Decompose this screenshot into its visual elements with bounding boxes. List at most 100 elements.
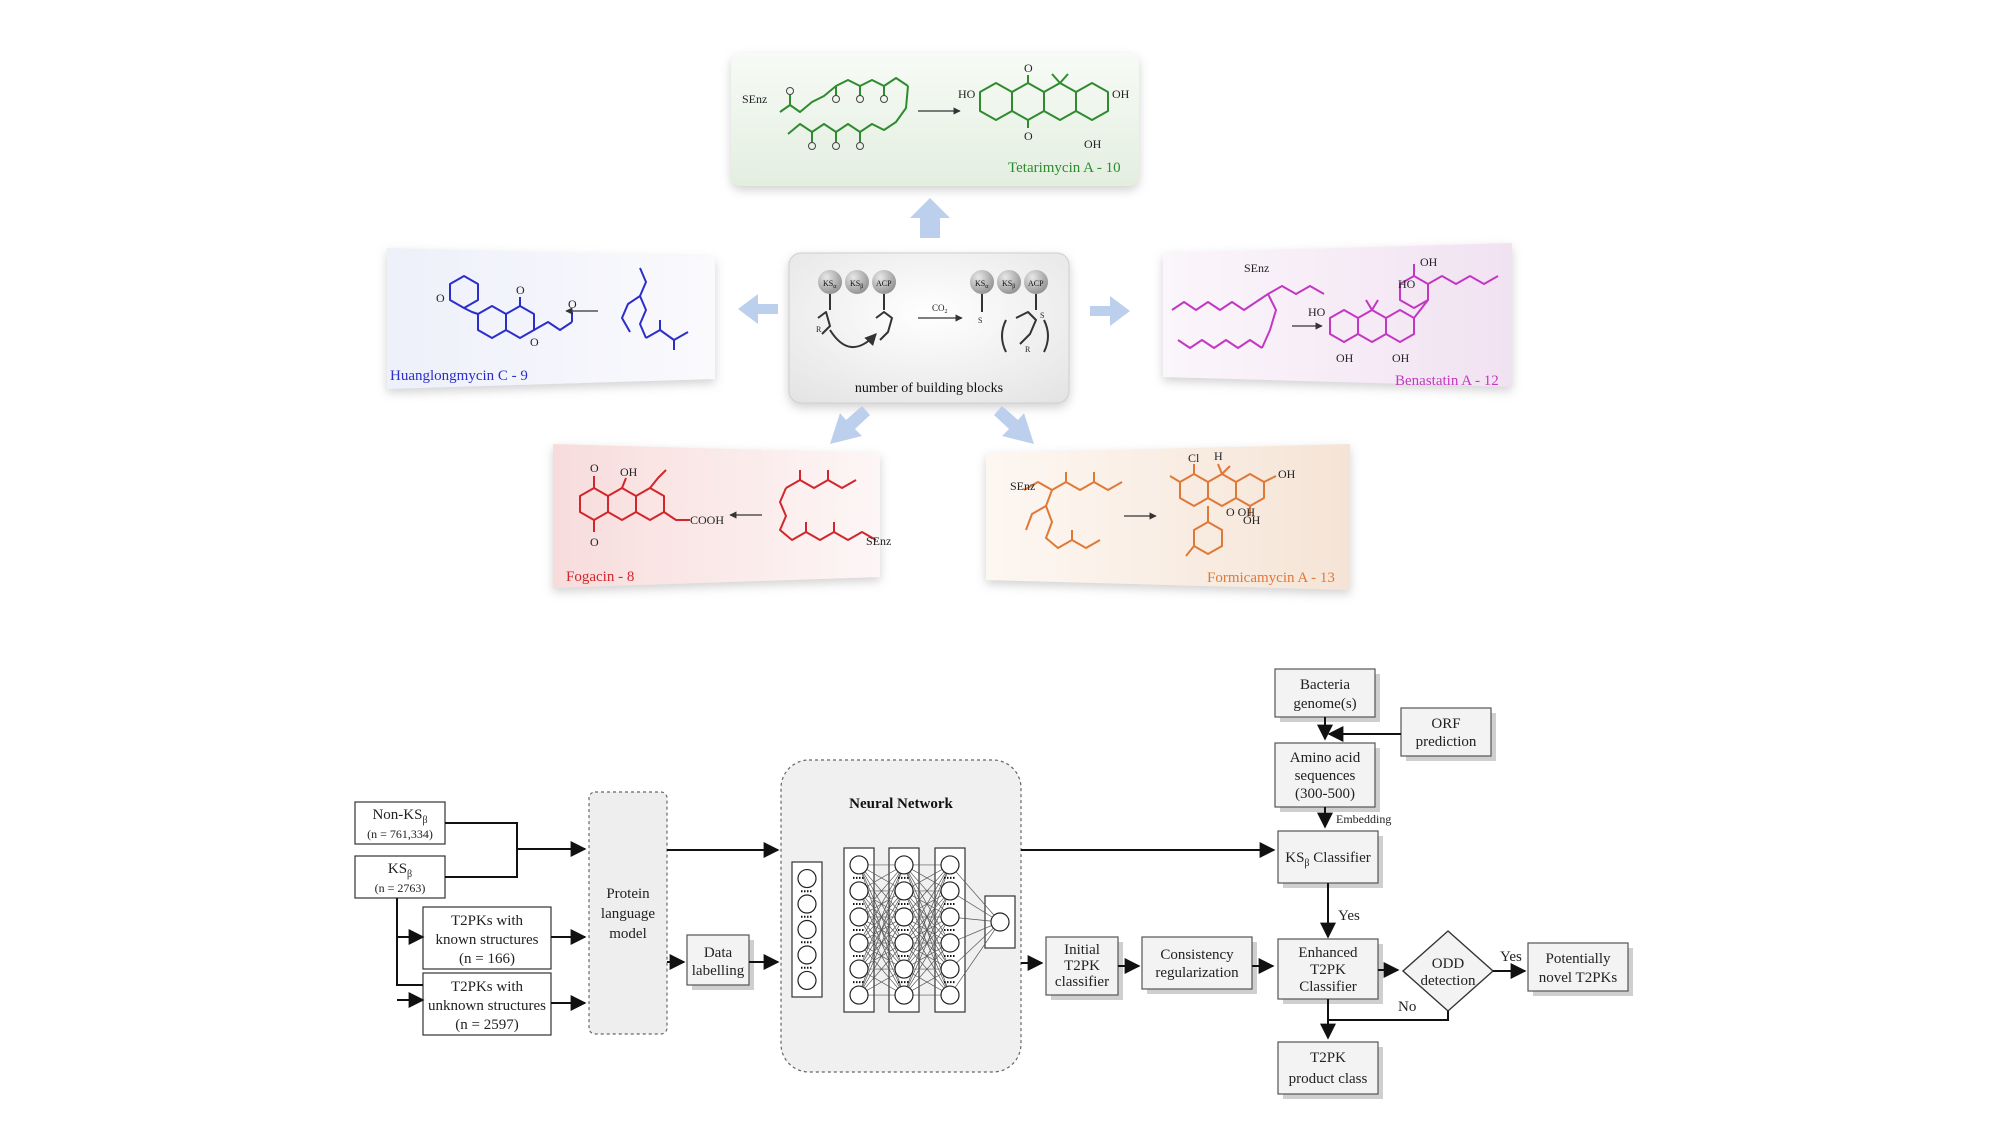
enhanced-line-2: T2PK <box>1310 962 1346 978</box>
nn-node <box>849 907 869 927</box>
yes-label-2: Yes <box>1500 949 1522 965</box>
novel-line-1: Potentially <box>1546 951 1611 967</box>
nn-node <box>894 959 914 979</box>
amino-line-1: Amino acid <box>1290 750 1361 766</box>
acp-label-2: ACP <box>1028 279 1044 288</box>
ks-count: (n = 2763) <box>375 881 426 895</box>
no-label: No <box>1398 999 1416 1015</box>
s-label-1: S <box>978 316 982 325</box>
box-potentially-novel: Potentially novel T2PKs <box>1527 942 1633 996</box>
nn-node <box>797 868 817 889</box>
cooh-label-fogacin: COOH <box>690 513 724 527</box>
box-unknown-structures: T2PKs with unknown structures (n = 2597) <box>422 972 552 1036</box>
nn-node <box>940 959 960 979</box>
oh-label-formicamycin-1: OH <box>1278 467 1296 481</box>
non-ks-label: Non-KSβ <box>372 807 427 826</box>
panel-formicamycin: SEnz Cl H OH O OH OH Formicamycin A - 13 <box>986 444 1350 590</box>
co2-label: CO2 <box>932 303 948 315</box>
o-label-tetarimycin-2: O <box>1024 129 1033 143</box>
ks-beta-ball-2 <box>997 270 1021 294</box>
box-orf-prediction: ORF prediction <box>1400 707 1496 761</box>
box-enhanced-classifier: Enhanced T2PK Classifier <box>1277 938 1383 1004</box>
ks-alpha-ball-1 <box>818 270 842 294</box>
box-data-labelling: Data labelling <box>686 934 754 990</box>
box-known-structures: T2PKs with known structures (n = 166) <box>422 906 552 970</box>
orf-line-1: ORF <box>1431 716 1460 732</box>
r-label-2: R <box>1025 345 1031 354</box>
nn-node <box>797 919 817 940</box>
ks-alpha-ball-2 <box>970 270 994 294</box>
yes-label-1: Yes <box>1338 908 1360 924</box>
panel-huanglongmycin: O O O O Huanglongmycin C - 9 <box>387 248 715 389</box>
nn-edge <box>903 864 951 918</box>
product-class-line-2: product class <box>1289 1071 1368 1087</box>
ks-beta-label-2: KSβ <box>1002 279 1015 290</box>
nn-edge <box>903 942 951 996</box>
box-consistency-regularization: Consistency regularization <box>1141 936 1257 994</box>
nn-node <box>849 959 869 979</box>
oh-label-tetarimycin-2: OH <box>1084 137 1102 151</box>
nn-node <box>797 970 817 991</box>
nn-edge <box>858 864 905 944</box>
ho-label-benastatin-2: HO <box>1398 277 1416 291</box>
labelling-line-2: labelling <box>692 963 745 979</box>
nn-node <box>894 933 914 953</box>
ks-alpha-label-2: KSα <box>975 279 989 290</box>
o-oh-label-formicamycin: O OH <box>1226 505 1255 519</box>
polyketide-chain-tetarimycin <box>779 77 909 142</box>
nn-node <box>940 907 960 927</box>
divergence-arrows <box>738 198 1130 444</box>
polyketide-chain-benastatin <box>1171 285 1325 349</box>
enzyme-set-right: KSα KSβ ACP <box>970 270 1048 294</box>
product-structure-benastatin <box>1329 264 1499 343</box>
nn-node <box>849 933 869 953</box>
oh-label-formicamycin-2: OH <box>1243 513 1261 527</box>
nn-node <box>894 881 914 901</box>
senz-label-formicamycin: SEnz <box>1010 479 1035 493</box>
ks-alpha-label-1: KSα <box>823 279 837 290</box>
initial-line-3: classifier <box>1055 974 1109 990</box>
box-non-ks-beta: Non-KSβ (n = 761,334) <box>354 801 446 845</box>
nn-graph <box>791 847 1016 1013</box>
known-line-1: T2PKs with <box>451 913 524 929</box>
nn-node <box>940 881 960 901</box>
o-label-fogacin-2: O <box>590 535 599 549</box>
nn-node <box>849 855 869 875</box>
plm-line-3: model <box>609 926 647 942</box>
s-label-2: S <box>1040 311 1044 320</box>
enhanced-line-1: Enhanced <box>1298 945 1358 961</box>
unknown-line-3: (n = 2597) <box>455 1017 518 1033</box>
center-structures <box>817 294 1049 353</box>
oh-label-benastatin-3: OH <box>1392 351 1410 365</box>
ho-label-tetarimycin: HO <box>958 87 976 101</box>
nn-edge <box>903 890 951 996</box>
panel-center-mechanism: KSα KSβ ACP KSα KSβ ACP CO2 R R S <box>788 252 1070 404</box>
nn-edge <box>949 921 1001 996</box>
non-ks-count: (n = 761,334) <box>367 827 433 841</box>
product-structure-formicamycin <box>1169 463 1277 557</box>
nn-edge <box>858 942 905 996</box>
nn-layer-3 <box>934 847 966 1013</box>
product-structure-tetarimycin <box>979 73 1109 128</box>
arrow-down-right-to-formicamycin <box>994 406 1034 444</box>
connectors-inputs <box>396 822 587 1011</box>
ks-beta-label-1: KSβ <box>850 279 863 290</box>
bacteria-line-2: genome(s) <box>1293 696 1356 712</box>
nn-node <box>797 894 817 914</box>
oh-label-fogacin: OH <box>620 465 638 479</box>
label-fogacin: Fogacin - 8 <box>566 569 634 585</box>
nn-edge <box>903 864 951 944</box>
box-amino-acid-sequences: Amino acid sequences (300-500) <box>1274 742 1380 812</box>
oh-label-tetarimycin-1: OH <box>1112 87 1130 101</box>
nn-edge <box>858 864 905 970</box>
arrow-down-left-to-fogacin <box>830 406 870 444</box>
initial-line-2: T2PK <box>1064 958 1100 974</box>
label-formicamycin: Formicamycin A - 13 <box>1207 570 1335 586</box>
nn-node <box>849 985 869 1005</box>
nn-edge <box>858 890 905 996</box>
acp-ball-2 <box>1024 270 1048 294</box>
product-class-line-1: T2PK <box>1310 1050 1346 1066</box>
panel-benastatin: SEnz HO HO OH OH OH Benastatin A - 12 <box>1163 243 1512 389</box>
